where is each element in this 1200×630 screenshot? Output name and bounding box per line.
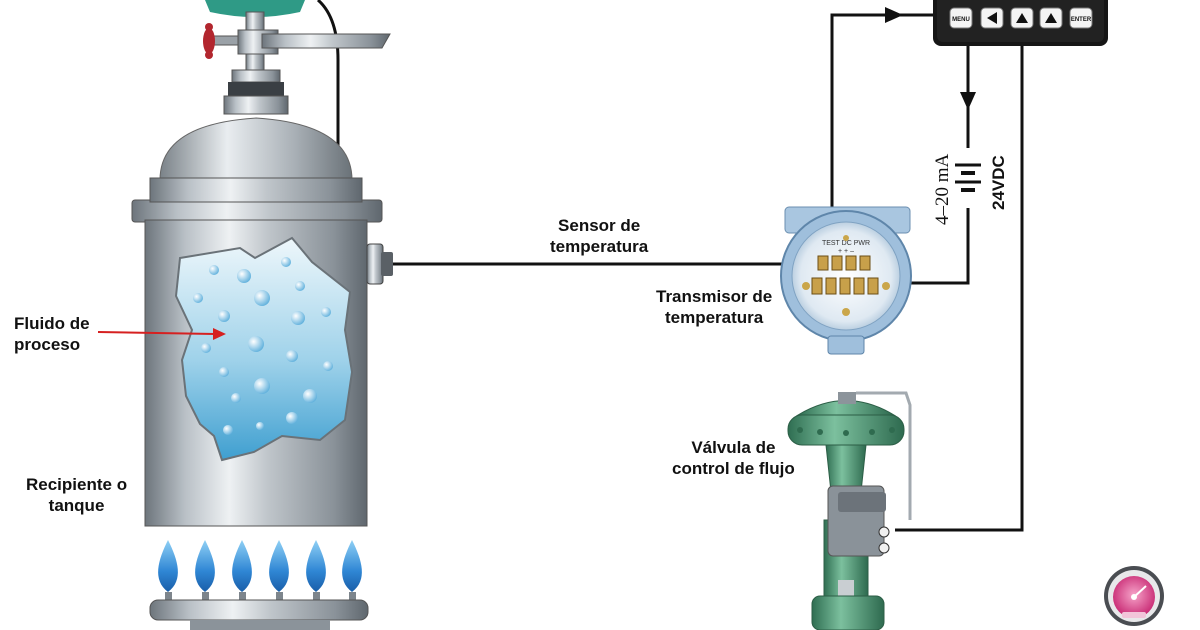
svg-text:ENTER: ENTER [1071, 17, 1092, 23]
controller-button-enter[interactable]: ENTER [1069, 7, 1093, 29]
controller-button-left[interactable] [980, 7, 1004, 29]
controller-button-up-2[interactable] [1039, 7, 1063, 29]
wiring [316, 0, 1024, 532]
sensor-port [366, 243, 393, 285]
transmitter-label-line-1: Transmisor de [656, 287, 773, 306]
tank-top-assembly [203, 0, 391, 115]
controller-button-menu[interactable]: MENU [949, 7, 973, 29]
controller-button-up[interactable] [1010, 7, 1034, 29]
burner [149, 540, 369, 630]
tank-dome [159, 117, 353, 181]
wire-arrow-down-icon [960, 92, 976, 110]
tank-label: Recipiente o tanque [26, 474, 127, 516]
valve-label-line-2: control de flujo [672, 459, 795, 478]
burner-flame-icon [158, 540, 362, 592]
fluid-label-line-2: proceso [14, 335, 81, 354]
temperature-transmitter: TEST DC PWR + + – [780, 206, 912, 355]
supply-label: 24VDC [989, 155, 1008, 210]
sensor-label-line-2: temperatura [550, 237, 649, 256]
side-pipe [261, 33, 391, 49]
svg-text:MENU: MENU [952, 17, 970, 23]
sensor-label: Sensor de temperatura [550, 215, 648, 257]
wire-arrow-right-icon [885, 7, 903, 23]
fluid-label: Fluido de proceso [14, 313, 90, 355]
tank-flange [131, 177, 383, 223]
control-valve [787, 391, 912, 630]
terminal-block [811, 255, 879, 295]
valve-handwheel-icon [203, 23, 239, 59]
transmitter-label: Transmisor de temperatura [656, 286, 772, 328]
sensor-label-line-1: Sensor de [558, 216, 641, 235]
bubbles [193, 257, 333, 435]
arrow-up-icon [1016, 13, 1028, 23]
tank-label-line-2: tanque [48, 496, 105, 515]
svg-text:+ + –: + + – [838, 248, 854, 255]
svg-text:TEST DC PWR: TEST DC PWR [822, 240, 870, 247]
battery-symbol-icon [955, 148, 981, 208]
fluid-label-line-1: Fluido de [14, 314, 90, 333]
fluid-cutaway [174, 236, 354, 462]
valve-label: Válvula de control de flujo [672, 437, 795, 479]
tank-label-line-1: Recipiente o [26, 475, 128, 494]
valve-signal-wire [895, 46, 1024, 532]
arrow-up-icon [1045, 13, 1057, 23]
actuator-top-icon [205, 0, 305, 17]
handwheel-cable [316, 0, 340, 150]
transmitter-label-line-2: temperatura [664, 308, 764, 327]
arrow-left-icon [987, 12, 997, 24]
gauge-logo-icon [1104, 566, 1164, 626]
current-label: 4–20 mA [932, 153, 953, 225]
fluid-pointer-arrow [97, 328, 226, 340]
valve-label-line-1: Válvula de [691, 438, 776, 457]
